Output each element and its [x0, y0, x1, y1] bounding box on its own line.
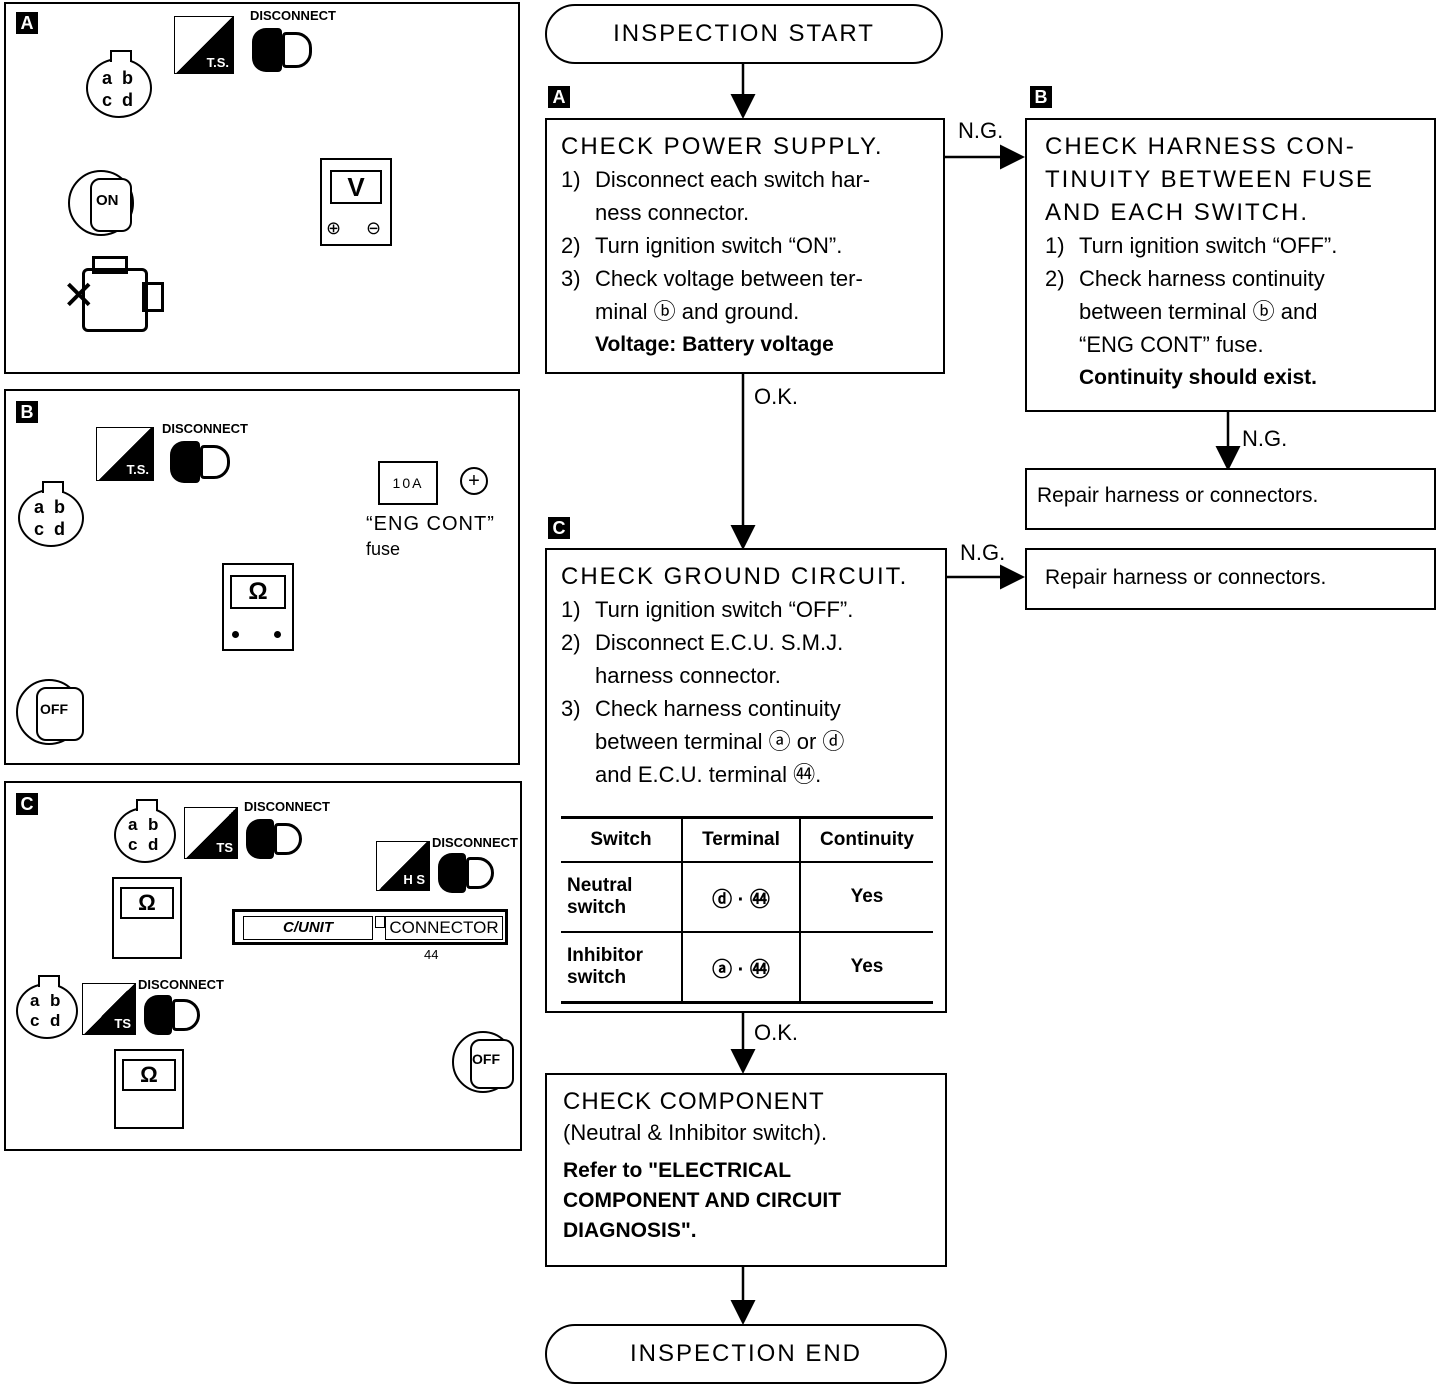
ok-label-a: O.K. — [754, 384, 799, 409]
ignition-key-off-icon: OFF — [16, 679, 84, 745]
tester-icon: TS — [184, 807, 238, 859]
connector-disconnect-icon — [144, 995, 202, 1035]
connector-disconnect-icon — [170, 441, 232, 483]
voltmeter-display: V — [330, 170, 382, 204]
tester-icon: T.S. — [174, 16, 234, 74]
ng-label-a: N.G. — [958, 118, 1004, 143]
box-b-tag: B — [1030, 86, 1052, 108]
connector-disconnect-icon — [246, 819, 304, 859]
check-ground-circuit-box: CHECK GROUND CIRCUIT. 1)Turn ignition sw… — [545, 548, 947, 1013]
plus-terminal-icon: ⊕ — [326, 218, 342, 238]
check-harness-continuity-box: CHECK HARNESS CON- TINUITY BETWEEN FUSE … — [1025, 118, 1436, 412]
switch-connector-icon: a b c d — [18, 481, 84, 547]
ok-label-c: O.K. — [754, 1020, 799, 1045]
panel-b-tag: B — [16, 401, 38, 423]
switch-connector-icon: a b c d — [16, 975, 78, 1039]
pin-44-label: 44 — [424, 947, 439, 962]
check-component-box: CHECK COMPONENT (Neutral & Inhibitor swi… — [545, 1073, 947, 1267]
panel-c-tag: C — [16, 793, 38, 815]
engine-off-icon: ✕ — [62, 256, 164, 332]
disconnect-label-2: DISCONNECT — [138, 977, 224, 992]
ohmmeter-lower: Ω — [114, 1049, 184, 1129]
ng-label-c: N.G. — [960, 540, 1006, 565]
disconnect-label-hs: DISCONNECT — [432, 835, 518, 850]
ng-label-b: N.G. — [1242, 426, 1288, 451]
check-power-supply-box: CHECK POWER SUPPLY. 1)Disconnect each sw… — [545, 118, 945, 374]
box-a-title: CHECK POWER SUPPLY. — [561, 133, 884, 160]
tester-icon: TS — [82, 983, 136, 1035]
ignition-key-on-icon: ON — [68, 170, 134, 236]
battery-plus-icon: + — [460, 467, 488, 495]
ignition-key-off-icon: OFF — [452, 1031, 514, 1093]
box-a-spec: Voltage: Battery voltage — [595, 333, 834, 356]
ecu-connector: C/UNIT CONNECTOR — [232, 909, 508, 945]
box-a-tag: A — [548, 86, 570, 108]
hs-tester-icon: H S — [376, 841, 430, 891]
repair-box-2: Repair harness or connectors. — [1025, 548, 1436, 610]
tester-icon: T.S. — [96, 427, 154, 481]
ohmmeter-upper: Ω — [112, 877, 182, 959]
minus-terminal-icon: ⊖ — [366, 218, 382, 238]
box-b-spec: Continuity should exist. — [1079, 366, 1318, 389]
box-c-tag: C — [548, 517, 570, 539]
ts-label: T.S. — [206, 55, 229, 70]
fuse-label: “ENG CONT” — [366, 513, 495, 535]
panel-a: A T.S. DISCONNECT a b c d V ⊕ ⊖ ON ✕ — [4, 2, 520, 374]
switch-connector-icon: a b c d — [114, 799, 176, 863]
panel-a-tag: A — [16, 12, 38, 34]
inspection-end: INSPECTION END — [545, 1324, 947, 1384]
voltmeter: V ⊕ ⊖ — [320, 158, 392, 246]
connector-disconnect-icon — [252, 28, 314, 72]
fuse-box: 10A — [378, 461, 438, 505]
repair-box-1: Repair harness or connectors. — [1025, 468, 1436, 530]
disconnect-label: DISCONNECT — [244, 799, 330, 814]
panel-b: B T.S. DISCONNECT a b c d 10A + “ENG CON… — [4, 389, 520, 765]
connector-disconnect-icon — [438, 853, 496, 893]
inspection-start: INSPECTION START — [545, 4, 943, 64]
panel-c: C a b c d TS DISCONNECT H S DISCONNECT Ω… — [4, 781, 522, 1151]
disconnect-label: DISCONNECT — [162, 421, 248, 436]
disconnect-label: DISCONNECT — [250, 8, 336, 23]
fuse-label-2: fuse — [366, 539, 401, 559]
ohmmeter: Ω — [222, 563, 294, 651]
switch-connector-icon: a b c d — [86, 50, 152, 118]
